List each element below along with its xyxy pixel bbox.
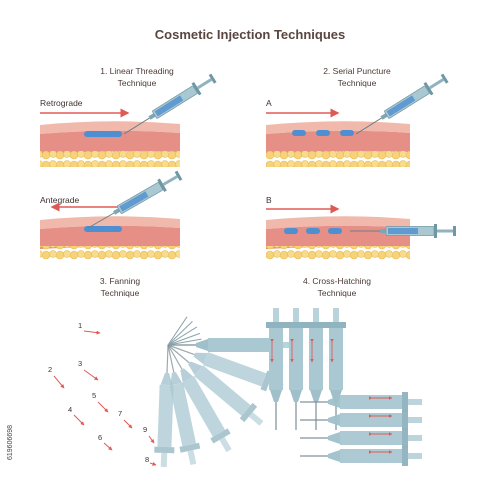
fan-needle-ray bbox=[167, 316, 188, 346]
fan-step-arrow bbox=[123, 419, 133, 429]
cross-hatching-title: 4. Cross-Hatching bbox=[303, 276, 371, 286]
horizontal-syringe-icon bbox=[299, 427, 423, 449]
section-cross-hatching: 4. Cross-Hatching Technique bbox=[265, 276, 423, 467]
fan-needle-ray bbox=[167, 332, 201, 346]
filler-droplet bbox=[284, 228, 298, 234]
fan-needle-ray bbox=[167, 338, 202, 346]
fan-step-number: 6 bbox=[98, 433, 102, 442]
fanning-subtitle: Technique bbox=[101, 288, 140, 298]
fan-step-arrow bbox=[83, 369, 99, 381]
variant-a-label: A bbox=[266, 98, 272, 108]
fan-step-number: 9 bbox=[143, 425, 147, 434]
skin-cross-section-a bbox=[266, 121, 410, 167]
fan-step-number: 1 bbox=[78, 321, 82, 330]
antegrade-label: Antegrade bbox=[40, 195, 79, 205]
vertical-syringe-icon bbox=[325, 307, 347, 431]
fanning-title: 3. Fanning bbox=[100, 276, 140, 286]
fan-step-arrow bbox=[83, 330, 101, 335]
horizontal-syringe-icon bbox=[299, 445, 423, 467]
fan-step-numbers: 1 2 3 4 5 6 7 8 9 bbox=[48, 321, 157, 466]
serial-puncture-title: 2. Serial Puncture bbox=[323, 66, 391, 76]
fan-needle-ray bbox=[167, 321, 193, 346]
variant-b-label: B bbox=[266, 195, 272, 205]
fan-step-arrow bbox=[149, 461, 157, 466]
filler-droplet bbox=[292, 130, 306, 136]
filler-droplet bbox=[316, 130, 330, 136]
filler-droplet bbox=[340, 130, 354, 136]
fan-step-number: 7 bbox=[118, 409, 122, 418]
fan-step-number: 8 bbox=[145, 455, 149, 464]
cross-hatching-subtitle: Technique bbox=[318, 288, 357, 298]
section-serial-puncture: 2. Serial Puncture Technique A B bbox=[266, 66, 457, 260]
fan-step-arrow bbox=[97, 401, 109, 413]
vertical-syringe-icon bbox=[285, 307, 307, 431]
fan-step-number: 2 bbox=[48, 365, 52, 374]
linear-threading-title: 1. Linear Threading bbox=[100, 66, 174, 76]
cross-hatching-syringes bbox=[265, 307, 423, 467]
skin-cross-section-b bbox=[266, 216, 410, 260]
section-fanning: 3. Fanning Technique 1 2 3 4 5 6 7 8 9 bbox=[48, 276, 291, 468]
filler-deposit bbox=[84, 131, 122, 137]
fan-step-arrow bbox=[103, 442, 113, 451]
fan-needle-ray bbox=[167, 326, 198, 346]
fan-step-number: 5 bbox=[92, 391, 96, 400]
fan-syringe-group bbox=[153, 316, 291, 468]
retrograde-label: Retrograde bbox=[40, 98, 83, 108]
fan-step-number: 4 bbox=[68, 405, 72, 414]
section-linear-threading: 1. Linear Threading Technique Retrograde… bbox=[40, 66, 219, 260]
vertical-syringe-icon bbox=[265, 307, 287, 431]
filler-droplet bbox=[306, 228, 320, 234]
linear-threading-subtitle: Technique bbox=[118, 78, 157, 88]
filler-deposit bbox=[84, 226, 122, 232]
filler-droplet bbox=[328, 228, 342, 234]
fan-step-arrow bbox=[148, 435, 155, 444]
fan-step-arrow bbox=[53, 375, 65, 389]
skin-cross-section-retrograde bbox=[40, 121, 180, 167]
vertical-syringe-icon bbox=[305, 307, 327, 431]
serial-puncture-subtitle: Technique bbox=[338, 78, 377, 88]
skin-cross-section-antegrade bbox=[40, 216, 180, 260]
horizontal-syringe-icon bbox=[299, 409, 423, 431]
stock-id: 619606698 bbox=[7, 425, 14, 460]
page-title: Cosmetic Injection Techniques bbox=[155, 27, 345, 42]
fan-step-number: 3 bbox=[78, 359, 82, 368]
fan-step-arrow bbox=[73, 414, 85, 426]
